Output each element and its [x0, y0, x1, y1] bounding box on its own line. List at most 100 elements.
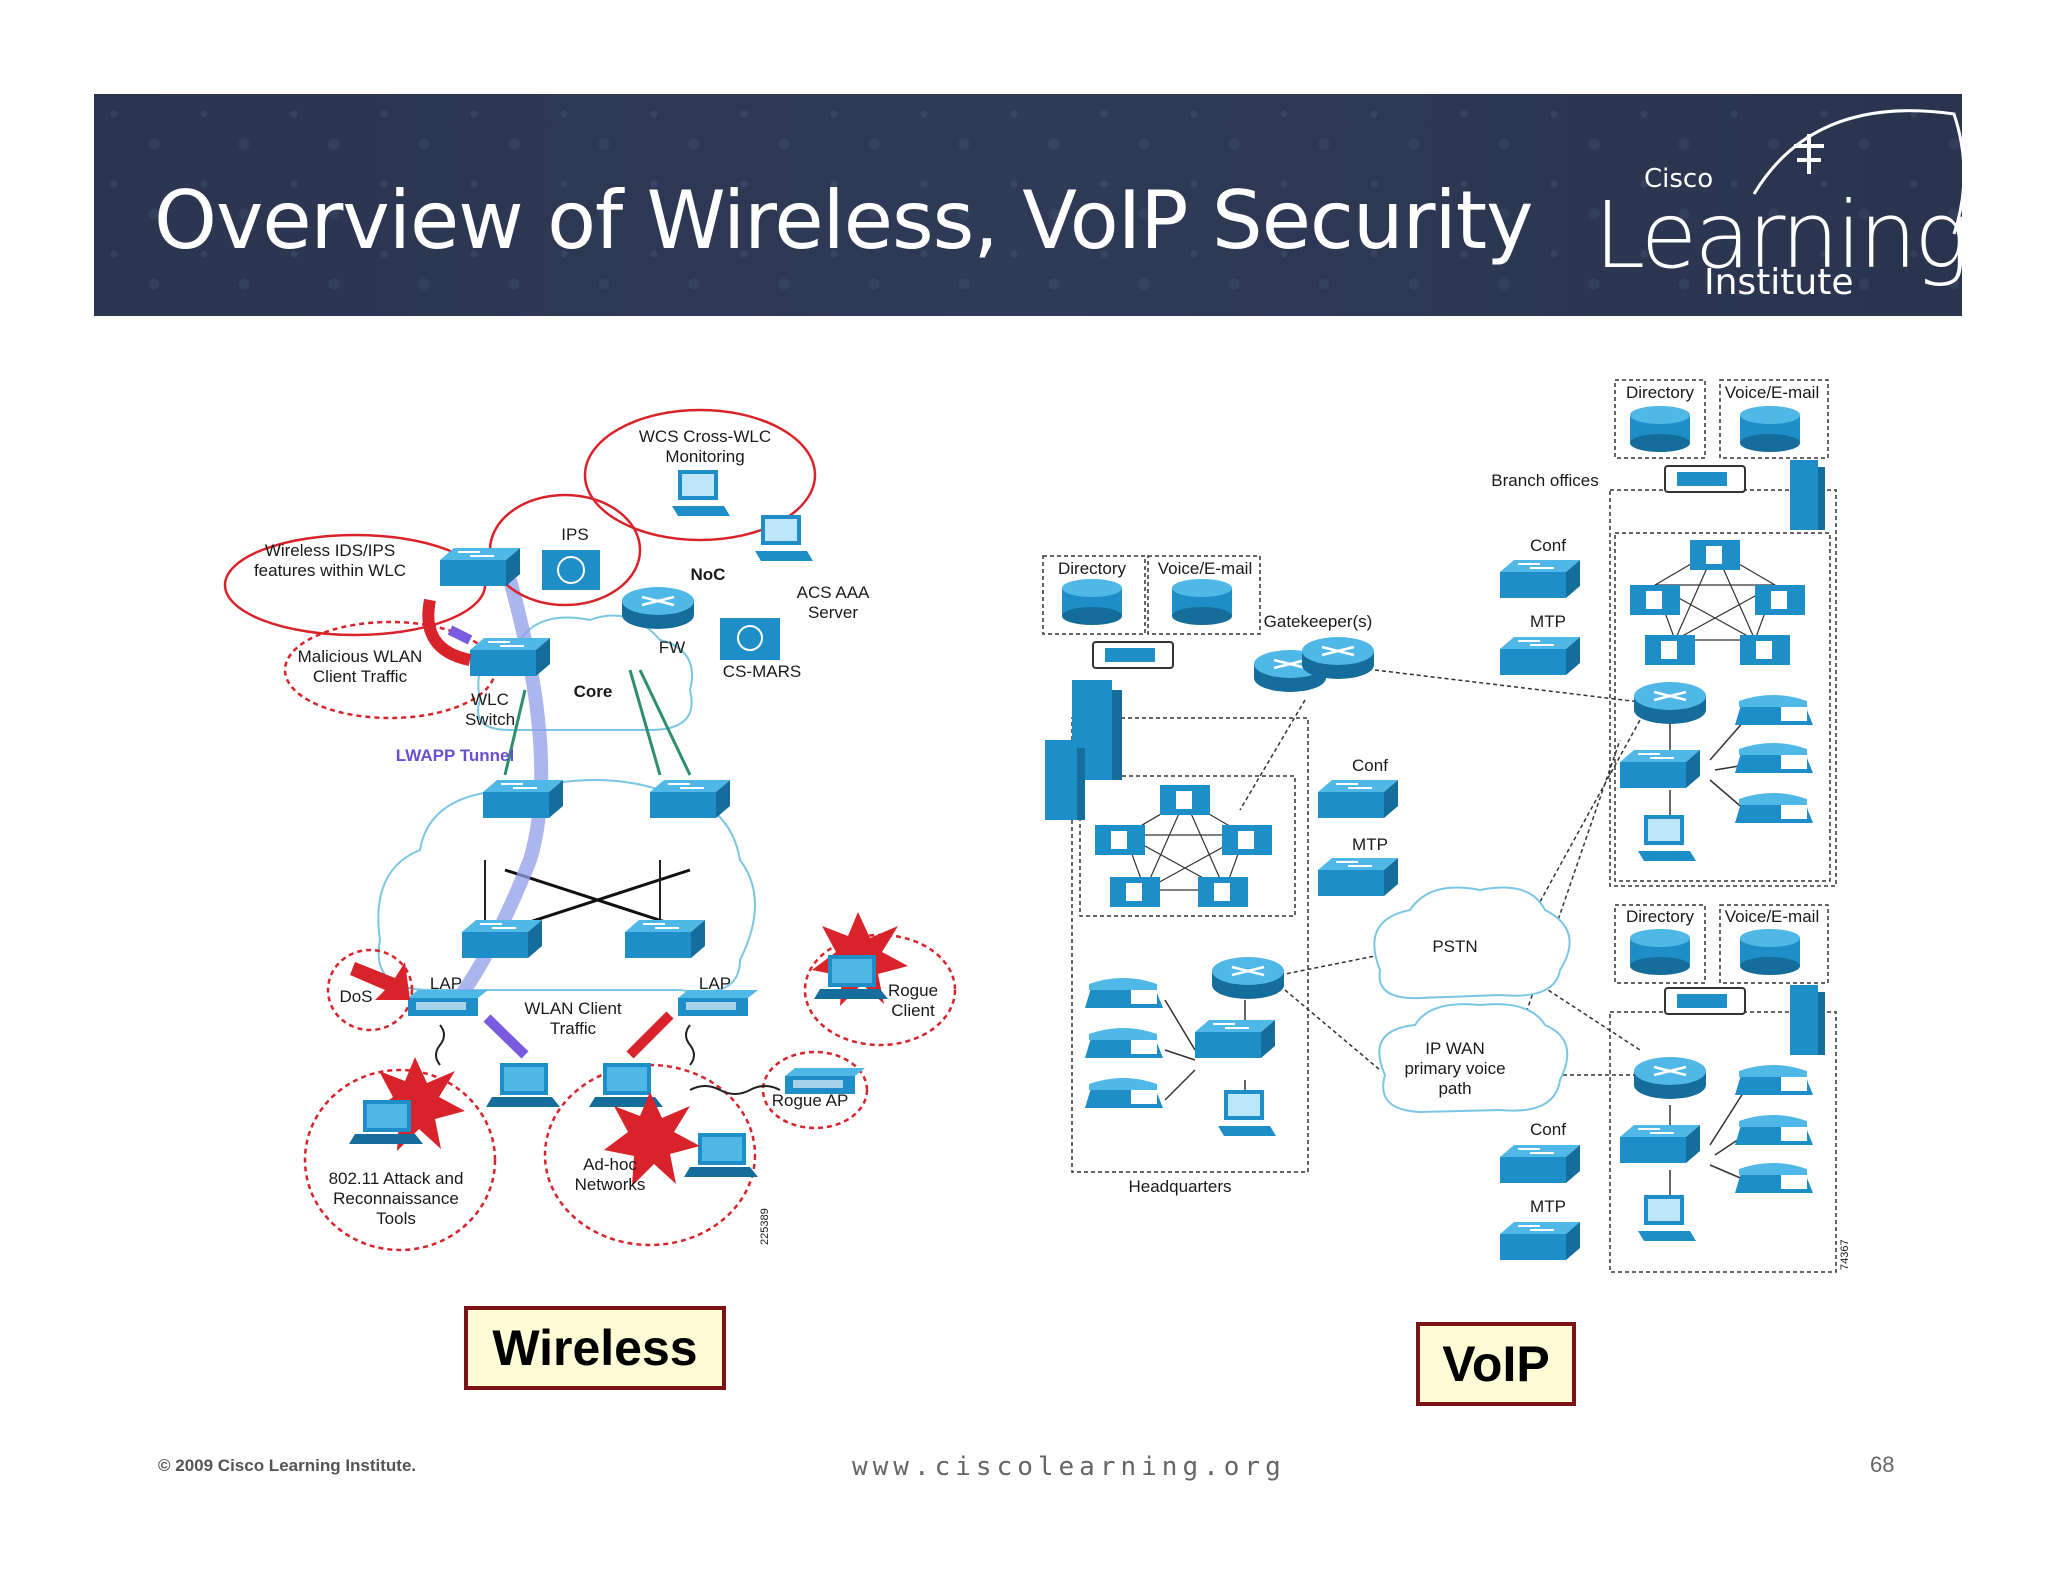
rogue-ap-circle [761, 1050, 869, 1130]
client-laptop-left-icon [486, 1063, 560, 1107]
pstn-cloud [1373, 886, 1571, 1000]
acs-label-2: Server [808, 603, 858, 622]
branch1-m5-icon [1740, 635, 1790, 665]
branch1-mtp-label: MTP [1530, 612, 1566, 631]
hq-mtp-label: MTP [1352, 835, 1388, 854]
wlan-client-label-1: WLAN Client [524, 999, 622, 1018]
branch2-building-icon [1790, 985, 1825, 1055]
branch1-switch-icon [1619, 749, 1701, 789]
wlc-label-2: Switch [465, 710, 515, 729]
hq-switch-icon [1194, 1019, 1276, 1059]
branch2-voicemail-label: Voice/E-mail [1725, 907, 1819, 926]
fw-label: FW [659, 638, 685, 657]
core-switch-right-icon [649, 779, 731, 819]
branch-offices-label: Branch offices [1491, 471, 1598, 490]
banner-texture [94, 94, 1962, 316]
ids-label-2: features within WLC [254, 561, 406, 580]
logo-learning-text: Learning [1594, 182, 1962, 289]
adhoc-label-1: Ad-hoc [583, 1155, 637, 1174]
hq-phone1-icon [1085, 978, 1163, 1008]
branch1-phone2-icon [1735, 743, 1813, 773]
hq-phone2-icon [1085, 1028, 1163, 1058]
logo-cisco-text: Cisco [1644, 164, 1714, 194]
lap-right-label: LAP [699, 974, 731, 993]
branch2-phone1-icon [1735, 1065, 1813, 1095]
acs-server-icon [755, 515, 813, 561]
dist-switch-right-icon [624, 919, 706, 959]
voip-figure-id: 74367 [1839, 1239, 1851, 1270]
client-arrow-left [483, 1014, 529, 1059]
ipwan-label-1: IP WAN [1425, 1039, 1485, 1058]
branch1-phone1-icon [1735, 695, 1813, 725]
wlc-label-1: WLC [471, 690, 509, 709]
ips-label: IPS [561, 525, 588, 544]
branch1-m4-icon [1645, 635, 1695, 665]
hq-m2-icon [1095, 825, 1145, 855]
hq-voicemail-db-icon [1172, 579, 1232, 625]
branch2-phone3-icon [1735, 1163, 1813, 1193]
wlc-switch-icon [469, 637, 551, 677]
dos-label: DoS [339, 987, 372, 1006]
dos-arrow [350, 962, 410, 1000]
adhoc-label-2: Networks [575, 1175, 646, 1194]
branch2-pc-icon [1638, 1195, 1696, 1241]
rogue-client-label-1: Rogue [888, 981, 938, 1000]
hq-building2-icon [1045, 740, 1085, 820]
footer-copyright: © 2009 Cisco Learning Institute. [158, 1456, 417, 1475]
hq-m5-icon [1198, 877, 1248, 907]
wcs-circle [583, 408, 817, 542]
branch1-building-icon [1790, 460, 1825, 530]
branch2-phone2-icon [1735, 1115, 1813, 1145]
branch2-conf-label: Conf [1530, 1120, 1566, 1139]
footer-page-number: 68 [1870, 1452, 1895, 1477]
pstn-label: PSTN [1432, 937, 1477, 956]
wireless-figure-id: 225389 [759, 1208, 771, 1245]
wcs-label-1: WCS Cross-WLC [639, 427, 771, 446]
csmars-icon [720, 618, 780, 660]
branch2-switch-icon [1619, 1124, 1701, 1164]
hq-router-icon [1210, 955, 1286, 1001]
branch1-conf-switch-icon [1499, 559, 1581, 599]
adhoc-laptop-icon [684, 1133, 758, 1177]
core-label: Core [574, 682, 613, 701]
branch1-m2-icon [1630, 585, 1680, 615]
branch2-mtp-switch-icon [1499, 1221, 1581, 1261]
branch2-conf-switch-icon [1499, 1144, 1581, 1184]
wlan-client-label-2: Traffic [550, 1019, 597, 1038]
hq-phone3-icon [1085, 1078, 1163, 1108]
core-switch-left-icon [482, 779, 564, 819]
malicious-arrow-red [422, 598, 472, 666]
lap-left-label: LAP [430, 974, 462, 993]
branch1-phone3-icon [1735, 793, 1813, 823]
branch2-directory-db-icon [1630, 929, 1690, 975]
branch2-mtp-label: MTP [1530, 1197, 1566, 1216]
slide-title: Overview of Wireless, VoIP Security [154, 174, 1533, 267]
hq-directory-label: Directory [1058, 559, 1127, 578]
branch1-voicemail-db-icon [1740, 406, 1800, 452]
malicious-arrow-purple [447, 625, 473, 645]
branch1-conf-label: Conf [1530, 536, 1566, 555]
wcs-label-2: Monitoring [665, 447, 744, 466]
branch1-directory-label: Directory [1626, 383, 1695, 402]
title-banner: Overview of Wireless, VoIP Security Cisc… [94, 94, 1962, 316]
branch1-router-icon [1632, 680, 1708, 726]
branch1-m3-icon [1755, 585, 1805, 615]
csmars-label: CS-MARS [723, 662, 801, 681]
branch2-router-icon [1632, 1055, 1708, 1101]
acs-label-1: ACS AAA [797, 583, 870, 602]
attack-label-3: Tools [376, 1209, 416, 1228]
voip-diagram: Directory Voice/E-mail Branch offices Co… [1042, 379, 1851, 1273]
dist-switch-left-icon [461, 919, 543, 959]
hq-pc-icon [1218, 1090, 1276, 1136]
voip-caption-box: VoIP [1416, 1322, 1576, 1406]
wireless-caption-box: Wireless [464, 1306, 726, 1390]
wireless-waves [435, 1024, 781, 1095]
ipwan-label-3: path [1438, 1079, 1471, 1098]
branch1-mtp-switch-icon [1499, 636, 1581, 676]
branch2-voicemail-db-icon [1740, 929, 1800, 975]
rogue-client-label-2: Client [891, 1001, 935, 1020]
ids-switch-icon [439, 547, 521, 587]
hq-voicemail-label: Voice/E-mail [1158, 559, 1252, 578]
ids-label-1: Wireless IDS/IPS [265, 541, 395, 560]
